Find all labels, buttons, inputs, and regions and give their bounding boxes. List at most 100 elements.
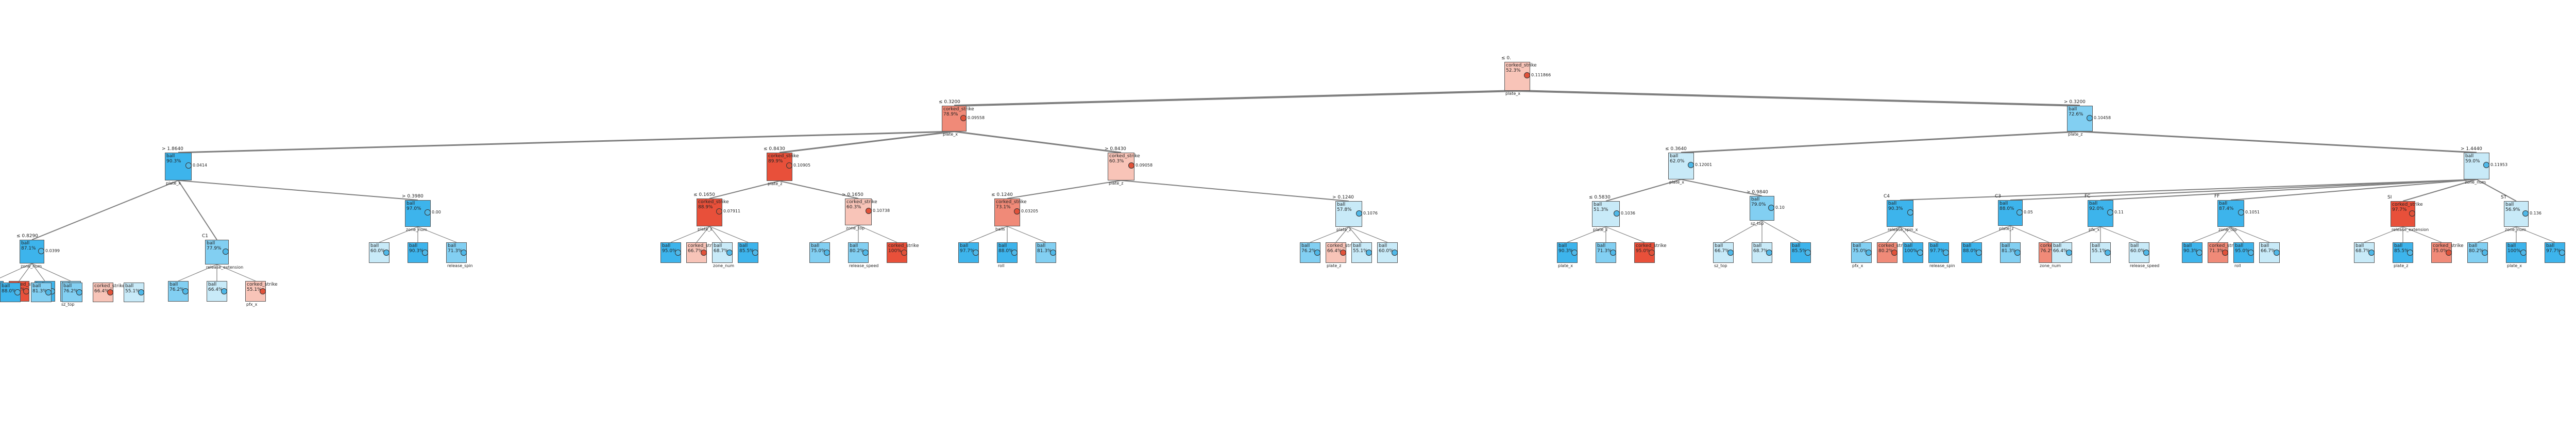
prediction-dot bbox=[2274, 250, 2280, 256]
tree-edge bbox=[954, 90, 1518, 107]
node-label: ball bbox=[1753, 243, 1762, 249]
node-percent: 95.0% bbox=[1636, 249, 1651, 254]
node-label: ball bbox=[125, 284, 134, 289]
node-condition: > 1.8640 bbox=[162, 146, 183, 152]
node-percent: 95.0% bbox=[662, 249, 677, 254]
node-label: ball bbox=[1597, 243, 1606, 249]
node-value: 0.12001 bbox=[1695, 162, 1713, 167]
node-percent: 60.0% bbox=[1379, 249, 1394, 254]
node-percent: 87.1% bbox=[21, 246, 36, 251]
prediction-dot bbox=[425, 209, 431, 216]
node-label: ball bbox=[2183, 243, 2192, 249]
prediction-dot bbox=[824, 250, 830, 256]
node-label: ball bbox=[2219, 201, 2228, 206]
node-percent: 97.0% bbox=[406, 206, 421, 211]
node-label: ball bbox=[2089, 201, 2098, 206]
node-condition: ST bbox=[2501, 195, 2507, 200]
node-split-feature: balls bbox=[995, 227, 1005, 231]
node-percent: 100% bbox=[888, 249, 902, 254]
node-label: ball bbox=[2261, 243, 2269, 249]
node-label: corked_strike bbox=[888, 243, 919, 249]
node-percent: 88.0% bbox=[2, 289, 16, 294]
node-label: ball bbox=[2069, 107, 2077, 112]
node-split-feature: zone_top bbox=[846, 226, 865, 230]
node-label: ball bbox=[2092, 243, 2100, 249]
tree-edge bbox=[968, 226, 1008, 243]
node-split-feature: pfx_x bbox=[1852, 263, 1863, 268]
prediction-dot bbox=[2520, 250, 2527, 256]
tree-edge bbox=[670, 226, 710, 243]
prediction-dot bbox=[973, 250, 979, 256]
node-label: ball bbox=[1353, 243, 1362, 249]
tree-edge bbox=[379, 226, 418, 243]
tree-edge bbox=[1007, 180, 1122, 199]
node-label: corked_strike bbox=[768, 154, 799, 159]
node-percent: 66.4% bbox=[1327, 249, 1342, 254]
node-percent: 66.4% bbox=[208, 287, 223, 292]
node-percent: 88.0% bbox=[998, 249, 1013, 254]
prediction-dot bbox=[185, 162, 192, 169]
tree-edge bbox=[1761, 220, 1801, 243]
tree-edge bbox=[178, 130, 955, 154]
node-percent: 55.1% bbox=[1353, 249, 1368, 254]
tree-edge bbox=[1567, 226, 1606, 243]
node-label: ball bbox=[1853, 243, 1861, 249]
node-label: corked_strike bbox=[2209, 243, 2240, 249]
tree-edge bbox=[1348, 226, 1388, 243]
node-percent: 75.0% bbox=[811, 249, 826, 254]
node-label: corked_strike bbox=[943, 107, 974, 112]
node-split-feature: plate_z bbox=[698, 227, 713, 231]
node-split-feature: zone_num bbox=[406, 227, 428, 232]
prediction-dot bbox=[182, 288, 189, 294]
tree-edge bbox=[1971, 225, 2011, 243]
node-label: ball bbox=[1999, 201, 2008, 206]
node-percent: 87.4% bbox=[2219, 206, 2234, 211]
node-label: ball bbox=[32, 284, 41, 289]
node-percent: 90.3% bbox=[1558, 249, 1573, 254]
tree-edge bbox=[2364, 226, 2403, 243]
prediction-dot bbox=[2407, 250, 2413, 256]
prediction-dot bbox=[2559, 250, 2565, 256]
node-percent: 80.2% bbox=[850, 249, 865, 254]
prediction-dot bbox=[1805, 250, 1811, 256]
node-percent: 60.3% bbox=[846, 205, 861, 210]
node-condition: C1 bbox=[202, 234, 209, 239]
node-percent: 90.3% bbox=[166, 159, 181, 164]
node-label: ball bbox=[448, 243, 456, 249]
node-value: 0.05 bbox=[2024, 210, 2033, 214]
node-percent: 85.5% bbox=[739, 249, 754, 254]
node-label: ball bbox=[714, 243, 722, 249]
node-label: corked_strike bbox=[846, 200, 877, 205]
node-label: ball bbox=[1301, 243, 1310, 249]
tree-edge bbox=[1335, 226, 1349, 243]
node-label: corked_strike bbox=[247, 282, 278, 287]
prediction-dot bbox=[14, 289, 21, 295]
tree-edge bbox=[2230, 226, 2270, 243]
tree-edge bbox=[1900, 179, 2477, 201]
node-value: 0.136 bbox=[2530, 211, 2541, 216]
node-label: ball bbox=[2355, 243, 2364, 249]
node-percent: 76.2% bbox=[2040, 249, 2055, 254]
tree-edge bbox=[2100, 179, 2477, 201]
tree-edge bbox=[696, 226, 710, 243]
node-split-feature: sz_top bbox=[1751, 221, 1764, 226]
node-label: ball bbox=[1670, 154, 1679, 159]
prediction-dot bbox=[1524, 72, 1530, 78]
node-value: 0.0399 bbox=[45, 249, 60, 253]
prediction-dot bbox=[2143, 250, 2149, 256]
node-condition: FC bbox=[2084, 194, 2091, 199]
node-label: corked_strike bbox=[698, 200, 729, 205]
prediction-dot bbox=[1891, 250, 1897, 256]
tree-edge bbox=[709, 180, 780, 199]
prediction-dot bbox=[2483, 162, 2489, 168]
node-percent: 88.0% bbox=[1999, 206, 2014, 211]
node-value: 0.03205 bbox=[1021, 209, 1039, 213]
prediction-dot bbox=[2105, 250, 2111, 256]
prediction-dot bbox=[1766, 250, 1772, 256]
tree-edge bbox=[1517, 90, 2080, 107]
tree-edge bbox=[31, 263, 45, 282]
node-condition: FF bbox=[2214, 194, 2220, 199]
node-value: 0.09558 bbox=[968, 115, 985, 120]
node-percent: 90.3% bbox=[1888, 206, 1903, 211]
tree-edge bbox=[2217, 226, 2231, 243]
